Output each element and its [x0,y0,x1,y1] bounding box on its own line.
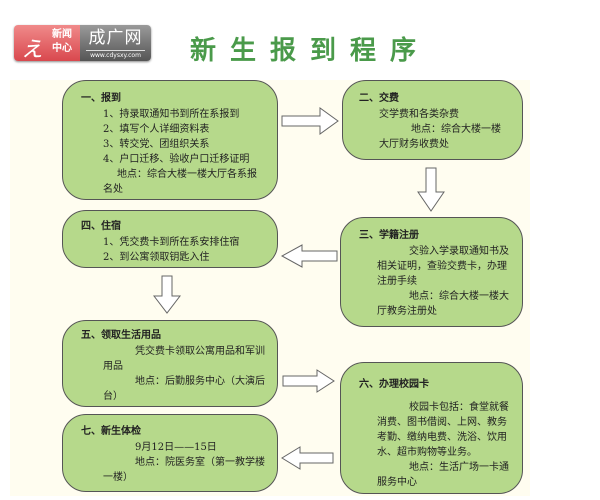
arrow-left-icon [281,446,334,470]
step-location: 地点：生活广场一卡通服务中心 [377,462,509,488]
step-title: 六、办理校园卡 [359,379,429,390]
logo-text-bottom: 中心 [52,43,72,54]
step-6-campus-card: 六、办理校园卡 校园卡包括：食堂就餐消费、图书借阅、上网、教务考勤、缴纳电费、洗… [340,362,523,494]
step-title: 五、领取生活用品 [81,330,161,341]
site-logo[interactable]: ぇ 新闻中心 成广网 www.cdysxy.com [14,25,151,61]
step-line: 校园卡包括：食堂就餐消费、图书借阅、上网、教务考勤、缴纳电费、洗浴、饮用水、超市… [377,402,509,458]
logo-site-name: 成广网 www.cdysxy.com [80,25,151,61]
step-location: 地点：综合大楼一楼大厅教务注册处 [377,291,509,317]
step-3-enrollment: 三、学籍注册 交验入学录取通知书及相关证明，查验交费卡，办理注册手续 地点：综合… [340,217,523,327]
arrow-down-icon [417,167,445,212]
arrow-right-icon [282,369,335,393]
step-line: 1、凭交费卡到所在系安排住宿 [103,237,240,248]
step-location: 地点：后勤服务中心（大演后台） [103,376,265,402]
step-line: 2、填写个人详细资料表 [103,124,210,135]
step-title: 二、交费 [359,93,399,104]
step-line: 9月12日——15日 [135,442,217,453]
logo-name: 成广网 [88,28,143,48]
step-location: 地点：院医务室（第一教学楼一楼） [103,457,265,483]
arrow-right-icon [281,107,339,135]
logo-text-top: 新闻 [52,29,72,40]
step-5-supplies: 五、领取生活用品 凭交费卡领取公寓用品和军训用品 地点：后勤服务中心（大演后台） [62,320,278,407]
step-line: 交学费和各类杂费 [379,109,459,120]
step-line: 3、转交党、团组织关系 [103,139,210,150]
step-2-payment: 二、交费 交学费和各类杂费 地点：综合大楼一楼大厅财务收费处 [342,80,523,160]
step-line: 2、到公寓领取钥匙入住 [103,252,210,263]
step-line: 1、持录取通知书到所在系报到 [103,109,240,120]
step-4-accommodation: 四、住宿 1、凭交费卡到所在系安排住宿 2、到公寓领取钥匙入住 [62,210,278,268]
step-line: 4、户口迁移、验收户口迁移证明 [103,154,250,165]
page-title: 新生报到程序 [190,36,431,66]
step-location: 地点：综合大楼一楼大厅各系报名处 [103,169,257,195]
arrow-down-icon [152,275,182,314]
step-title: 一、报到 [81,93,121,104]
logo-news-center: ぇ 新闻中心 [14,25,80,61]
step-1-registration: 一、报到 1、持录取通知书到所在系报到 2、填写个人详细资料表 3、转交党、团组… [62,80,278,200]
step-title: 七、新生体检 [81,426,141,437]
arrow-left-icon [280,244,338,268]
step-title: 三、学籍注册 [359,230,419,241]
step-location: 地点：综合大楼一楼大厅财务收费处 [379,124,501,150]
step-line: 凭交费卡领取公寓用品和军训用品 [103,346,265,372]
step-title: 四、住宿 [81,221,121,232]
step-7-physical-exam: 七、新生体检 9月12日——15日 地点：院医务室（第一教学楼一楼） [62,414,278,492]
logo-url: www.cdysxy.com [86,50,145,59]
step-line: 交验入学录取通知书及相关证明，查验交费卡，办理注册手续 [377,246,509,287]
logo-mark-icon: ぇ [19,33,46,61]
